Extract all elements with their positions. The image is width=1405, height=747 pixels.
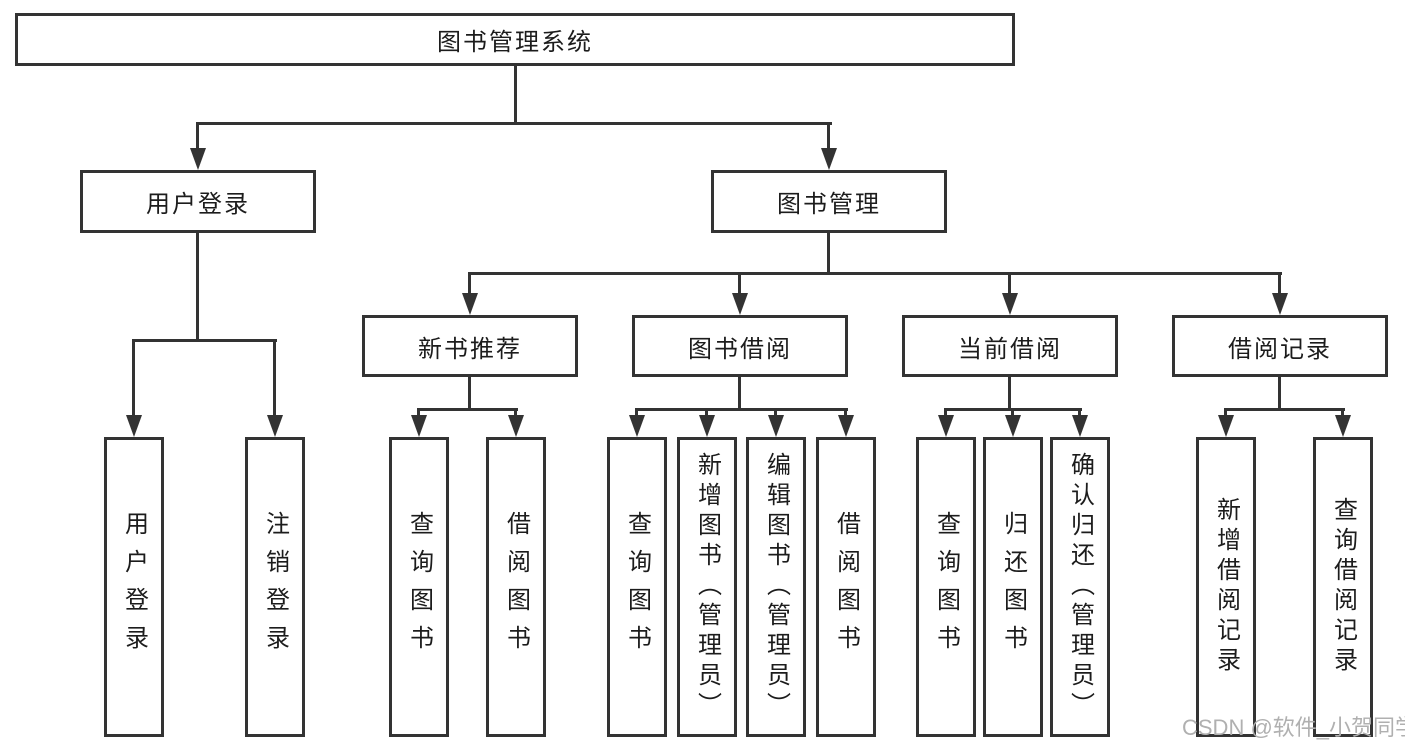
- csdn-watermark: CSDN @软件_小贺同学: [1182, 715, 1405, 740]
- leaf-borrow-books-recommend: 借阅图书: [486, 437, 546, 737]
- arrow-down-icon: [1072, 415, 1088, 437]
- leaf-add-books-admin: 新增图书（管理员）: [677, 437, 737, 737]
- connector-line: [132, 342, 135, 417]
- connector-line: [1008, 275, 1011, 295]
- leaf-add-borrow-record-label: 新增借阅记录: [1212, 497, 1240, 677]
- arrow-down-icon: [126, 415, 142, 437]
- node-current-borrow: 当前借阅: [902, 315, 1118, 377]
- connector-line: [468, 275, 471, 295]
- arrow-down-icon: [938, 415, 954, 437]
- leaf-user-login: 用户登录: [104, 437, 164, 737]
- connector-line: [1278, 377, 1281, 408]
- leaf-return-books: 归还图书: [983, 437, 1043, 737]
- leaf-search-books-recommend: 查询图书: [389, 437, 449, 737]
- arrow-down-icon: [1005, 415, 1021, 437]
- leaf-confirm-return-admin: 确认归还（管理员）: [1050, 437, 1110, 737]
- leaf-search-books-borrow-label: 查询图书: [623, 511, 651, 663]
- arrow-down-icon: [821, 148, 837, 170]
- leaf-search-borrow-record-label: 查询借阅记录: [1329, 497, 1357, 677]
- arrow-down-icon: [508, 415, 524, 437]
- connector-line: [196, 233, 199, 339]
- leaf-user-login-label: 用户登录: [120, 511, 148, 663]
- leaf-confirm-return-admin-label: 确认归还（管理员）: [1066, 452, 1094, 722]
- node-book-borrow: 图书借阅: [632, 315, 848, 377]
- node-user-login-branch: 用户登录: [80, 170, 316, 233]
- leaf-return-books-label: 归还图书: [999, 511, 1027, 663]
- arrow-down-icon: [462, 293, 478, 315]
- connector-line: [196, 125, 199, 151]
- node-borrow-records-label: 借阅记录: [1228, 335, 1332, 363]
- connector-line: [738, 275, 741, 295]
- node-borrow-records: 借阅记录: [1172, 315, 1388, 377]
- leaf-search-borrow-record: 查询借阅记录: [1313, 437, 1373, 737]
- leaf-logout-label: 注销登录: [261, 511, 289, 663]
- leaf-search-books-current: 查询图书: [916, 437, 976, 737]
- leaf-add-books-admin-label: 新增图书（管理员）: [693, 452, 721, 722]
- arrow-down-icon: [838, 415, 854, 437]
- node-current-borrow-label: 当前借阅: [958, 335, 1062, 363]
- connector-line: [417, 408, 518, 411]
- connector-line: [944, 408, 1082, 411]
- connector-line: [827, 233, 830, 275]
- connector-line: [827, 125, 830, 151]
- node-root-label: 图书管理系统: [437, 29, 593, 56]
- connector-line: [1224, 408, 1345, 411]
- connector-line: [273, 342, 276, 417]
- connector-line: [635, 408, 848, 411]
- leaf-search-books-borrow: 查询图书: [607, 437, 667, 737]
- node-new-book-recommend: 新书推荐: [362, 315, 578, 377]
- node-user-login-branch-label: 用户登录: [146, 191, 250, 218]
- arrow-down-icon: [1272, 293, 1288, 315]
- leaf-search-books-current-label: 查询图书: [932, 511, 960, 663]
- arrow-down-icon: [629, 415, 645, 437]
- connector-line: [196, 122, 832, 125]
- leaf-logout: 注销登录: [245, 437, 305, 737]
- arrow-down-icon: [267, 415, 283, 437]
- arrow-down-icon: [411, 415, 427, 437]
- arrow-down-icon: [768, 415, 784, 437]
- connector-line: [1278, 275, 1281, 295]
- leaf-edit-books-admin: 编辑图书（管理员）: [746, 437, 806, 737]
- arrow-down-icon: [1335, 415, 1351, 437]
- node-book-management: 图书管理: [711, 170, 947, 233]
- leaf-borrow-books-recommend-label: 借阅图书: [502, 511, 530, 663]
- arrow-down-icon: [190, 148, 206, 170]
- arrow-down-icon: [699, 415, 715, 437]
- connector-line: [468, 377, 471, 408]
- node-book-management-label: 图书管理: [777, 191, 881, 218]
- arrow-down-icon: [1002, 293, 1018, 315]
- connector-line: [738, 377, 741, 408]
- connector-line: [132, 339, 277, 342]
- leaf-search-books-recommend-label: 查询图书: [405, 511, 433, 663]
- node-root: 图书管理系统: [15, 13, 1015, 66]
- arrow-down-icon: [732, 293, 748, 315]
- node-book-borrow-label: 图书借阅: [688, 335, 792, 363]
- arrow-down-icon: [1218, 415, 1234, 437]
- leaf-borrow-books-label: 借阅图书: [832, 511, 860, 663]
- leaf-add-borrow-record: 新增借阅记录: [1196, 437, 1256, 737]
- leaf-edit-books-admin-label: 编辑图书（管理员）: [762, 452, 790, 722]
- connector-line: [1008, 377, 1011, 408]
- connector-line: [514, 66, 517, 122]
- connector-line: [468, 272, 1282, 275]
- node-new-book-recommend-label: 新书推荐: [418, 335, 522, 363]
- leaf-borrow-books: 借阅图书: [816, 437, 876, 737]
